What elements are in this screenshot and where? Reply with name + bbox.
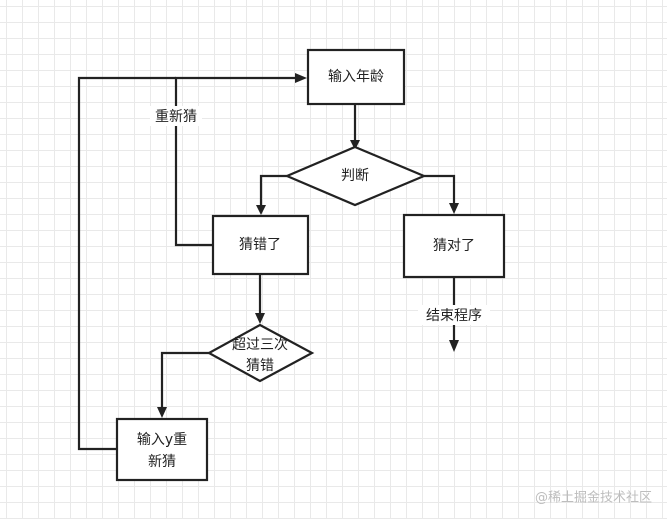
node-input-y xyxy=(115,417,209,482)
label-end-program: 结束程序 xyxy=(426,308,482,324)
arrowhead-end xyxy=(449,340,459,352)
label-re-guess: 重新猜 xyxy=(155,109,197,125)
node-over-three-label-line1: 超过三次 xyxy=(232,337,288,353)
arrowhead-loop-input xyxy=(295,73,307,83)
arrowhead-over-three xyxy=(255,313,265,324)
node-input-age xyxy=(306,48,406,106)
node-guess-right xyxy=(402,213,506,279)
edge-input-y-loop-back xyxy=(77,76,176,451)
label-re-guess-bg xyxy=(150,106,202,126)
node-input-y-label-line1: 输入y重 xyxy=(137,432,187,448)
node-guess-wrong xyxy=(211,214,310,276)
edge-judge-to-right xyxy=(424,174,456,203)
node-input-age-label: 输入年龄 xyxy=(328,69,384,85)
watermark: @稀土掘金技术社区 xyxy=(535,490,652,506)
edge-over-three-to-input-y xyxy=(160,351,209,407)
node-guess-right-label: 猜对了 xyxy=(433,238,475,254)
node-guess-wrong-label: 猜错了 xyxy=(239,237,281,253)
node-judge-diamond xyxy=(284,145,427,207)
edge-judge-to-wrong xyxy=(259,174,287,205)
label-end-program-bg xyxy=(418,305,490,325)
edge-wrong-loop-back xyxy=(174,76,295,247)
node-input-y-label-line2: 新猜 xyxy=(148,454,176,470)
arrowhead-right xyxy=(449,203,459,214)
node-over-three-label-line2: 猜错 xyxy=(246,358,274,374)
arrowhead-judge xyxy=(350,140,360,150)
arrowhead-wrong xyxy=(256,205,266,215)
node-judge-label: 判断 xyxy=(341,168,369,184)
arrowhead-input-y xyxy=(157,407,167,418)
node-over-three-diamond xyxy=(206,323,315,383)
